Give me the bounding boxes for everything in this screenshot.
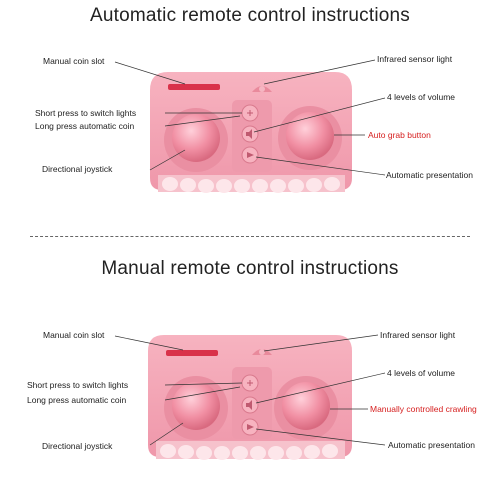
presentation-button xyxy=(241,146,259,164)
left-joystick xyxy=(164,376,228,440)
joystick-label: Directional joystick xyxy=(42,441,113,451)
light-button xyxy=(241,104,259,122)
long-press-label: Long press automatic coin xyxy=(27,395,127,405)
coin-slot-label: Manual coin slot xyxy=(43,56,105,66)
coin-slot xyxy=(168,84,220,90)
remote-teeth-trim xyxy=(158,175,345,193)
section-divider xyxy=(30,236,470,237)
coin-slot xyxy=(166,350,218,356)
presentation-label: Automatic presentation xyxy=(386,170,473,180)
grab-button-label: Auto grab button xyxy=(368,130,431,140)
long-press-label: Long press automatic coin xyxy=(35,121,135,131)
volume-label: 4 levels of volume xyxy=(387,368,456,378)
short-press-label: Short press to switch lights xyxy=(27,380,129,390)
right-joystick xyxy=(274,376,338,440)
short-press-label: Short press to switch lights xyxy=(35,108,137,118)
right-joystick xyxy=(278,106,342,170)
presentation-button xyxy=(241,418,259,436)
presentation-label: Automatic presentation xyxy=(388,440,475,450)
manual-remote-section: Manual remote control instructions xyxy=(0,245,500,500)
automatic-remote-section: Automatic remote control instructions xyxy=(0,0,500,235)
coin-slot-label: Manual coin slot xyxy=(43,330,105,340)
grab-button-label: Manually controlled crawling xyxy=(370,404,477,414)
sensor-label: Infrared sensor light xyxy=(380,330,456,340)
light-button xyxy=(241,374,259,392)
remote-teeth-trim xyxy=(156,441,345,460)
section-title: Manual remote control instructions xyxy=(101,258,399,279)
section-title: Automatic remote control instructions xyxy=(90,5,410,26)
volume-button xyxy=(241,396,259,414)
sensor-label: Infrared sensor light xyxy=(377,54,453,64)
joystick-label: Directional joystick xyxy=(42,164,113,174)
volume-button xyxy=(241,125,259,143)
left-joystick xyxy=(164,108,228,172)
sensor-light-icon xyxy=(252,86,272,92)
volume-label: 4 levels of volume xyxy=(387,92,456,102)
